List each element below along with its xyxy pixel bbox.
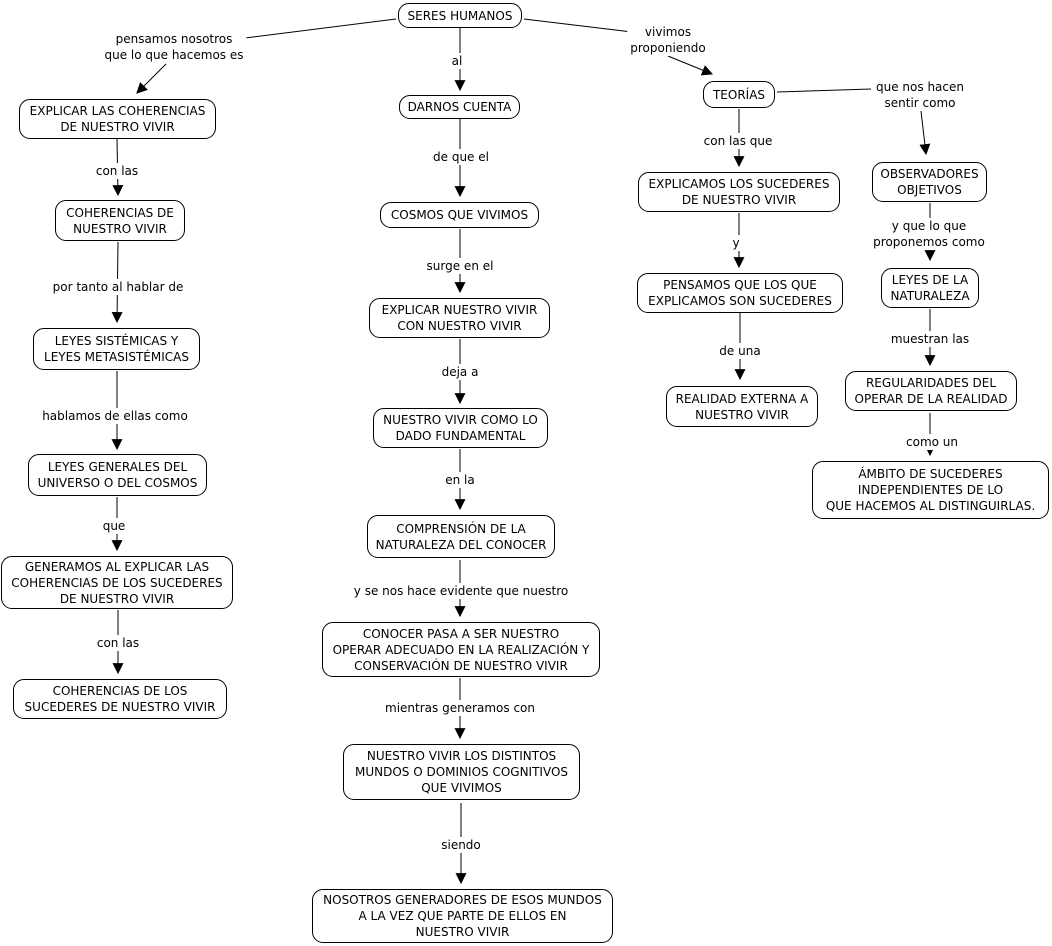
node-pensamos-que-los-que[interactable]: PENSAMOS QUE LOS QUE EXPLICAMOS SON SUCE… <box>637 273 843 313</box>
edge-label-y[interactable]: y <box>729 235 743 251</box>
edge-label-al[interactable]: al <box>448 53 466 69</box>
edge-label-siendo[interactable]: siendo <box>438 837 484 853</box>
node-coherencias-de-nuestro-vivir[interactable]: COHERENCIAS DE NUESTRO VIVIR <box>55 200 185 241</box>
node-realidad-externa[interactable]: REALIDAD EXTERNA A NUESTRO VIVIR <box>666 386 818 427</box>
edge-label-pensamos-nosotros[interactable]: pensamos nosotros que lo que hacemos es <box>101 31 247 63</box>
edge-label-surge-en-el[interactable]: surge en el <box>423 258 497 274</box>
node-nuestro-vivir-dado-fundamental[interactable]: NUESTRO VIVIR COMO LO DADO FUNDAMENTAL <box>373 408 548 448</box>
edge-label-que[interactable]: que <box>99 518 129 534</box>
node-comprension-naturaleza-conocer[interactable]: COMPRENSIÓN DE LA NATURALEZA DEL CONOCER <box>367 515 555 558</box>
node-mundos-dominios-cognitivos[interactable]: NUESTRO VIVIR LOS DISTINTOS MUNDOS O DOM… <box>343 744 580 800</box>
edge-label-mientras-generamos[interactable]: mientras generamos con <box>382 700 538 716</box>
node-leyes-de-la-naturaleza[interactable]: LEYES DE LA NATURALEZA <box>881 268 979 308</box>
edge-label-hablamos-de-ellas[interactable]: hablamos de ellas como <box>39 408 191 424</box>
edge-label-y-se-nos-hace[interactable]: y se nos hace evidente que nuestro <box>350 583 572 599</box>
edge-label-y-que-lo-que[interactable]: y que lo que proponemos como <box>870 218 988 250</box>
edge-label-con-las-2[interactable]: con las <box>93 635 143 651</box>
node-leyes-generales[interactable]: LEYES GENERALES DEL UNIVERSO O DEL COSMO… <box>28 454 207 496</box>
edge-label-deja-a[interactable]: deja a <box>438 364 482 380</box>
node-observadores-objetivos[interactable]: OBSERVADORES OBJETIVOS <box>872 162 987 202</box>
node-teorias[interactable]: TEORÍAS <box>703 81 775 108</box>
node-explicar-nuestro-vivir[interactable]: EXPLICAR NUESTRO VIVIR CON NUESTRO VIVIR <box>369 298 550 338</box>
node-explicamos-los-sucederes[interactable]: EXPLICAMOS LOS SUCEDERES DE NUESTRO VIVI… <box>638 172 840 212</box>
node-darnos-cuenta[interactable]: DARNOS CUENTA <box>399 95 520 119</box>
node-leyes-sistemicas[interactable]: LEYES SISTÉMICAS Y LEYES METASISTÉMICAS <box>33 328 200 370</box>
edge-label-vivimos-proponiendo[interactable]: vivimos proponiendo <box>627 24 709 56</box>
node-generamos-al-explicar[interactable]: GENERAMOS AL EXPLICAR LAS COHERENCIAS DE… <box>1 556 233 609</box>
node-seres-humanos[interactable]: SERES HUMANOS <box>398 3 522 28</box>
node-regularidades-del-operar[interactable]: REGULARIDADES DEL OPERAR DE LA REALIDAD <box>845 371 1017 411</box>
node-coherencias-de-los-sucederes[interactable]: COHERENCIAS DE LOS SUCEDERES DE NUESTRO … <box>13 679 227 719</box>
node-conocer-pasa-a-ser[interactable]: CONOCER PASA A SER NUESTRO OPERAR ADECUA… <box>322 622 600 677</box>
edge-label-de-una[interactable]: de una <box>716 343 764 359</box>
edge-label-de-que-el[interactable]: de que el <box>430 149 492 165</box>
edge-label-por-tanto[interactable]: por tanto al hablar de <box>49 279 187 295</box>
node-nosotros-generadores[interactable]: NOSOTROS GENERADORES DE ESOS MUNDOS A LA… <box>312 889 613 943</box>
edge-label-con-las-que[interactable]: con las que <box>700 133 776 149</box>
edge-label-que-nos-hacen[interactable]: que nos hacen sentir como <box>873 79 967 111</box>
edge-label-muestran-las[interactable]: muestran las <box>887 331 973 347</box>
node-ambito-de-sucederes[interactable]: ÁMBITO DE SUCEDERES INDEPENDIENTES DE LO… <box>812 461 1049 519</box>
node-cosmos-que-vivimos[interactable]: COSMOS QUE VIVIMOS <box>380 202 539 228</box>
edge-label-como-un[interactable]: como un <box>903 434 961 450</box>
edge-label-en-la[interactable]: en la <box>442 472 478 488</box>
edge-label-con-las-1[interactable]: con las <box>92 163 142 179</box>
node-explicar-las-coherencias[interactable]: EXPLICAR LAS COHERENCIAS DE NUESTRO VIVI… <box>19 99 216 139</box>
